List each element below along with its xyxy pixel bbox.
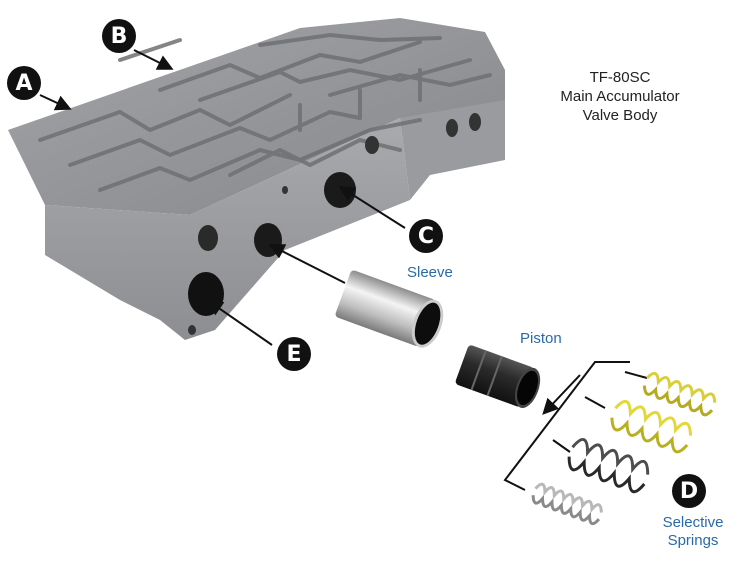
title-model: TF-80SC: [589, 69, 651, 86]
piston-part: [455, 345, 541, 408]
selective-springs: [531, 371, 717, 526]
label-piston: Piston: [520, 330, 562, 347]
bore-c: [324, 172, 356, 208]
spring-dark-large: [567, 438, 650, 494]
title-line2: Main Accumulator: [560, 88, 680, 105]
spring-yellow-large: [610, 399, 693, 454]
sleeve-part: [335, 270, 444, 348]
label-springs-line1: Selective: [662, 514, 724, 531]
label-sleeve: Sleeve: [407, 264, 453, 281]
bore-e: [188, 272, 224, 316]
title-line3: Valve Body: [582, 107, 658, 124]
label-selective-springs: Selective Springs: [658, 514, 728, 550]
callout-badge-d: D: [672, 474, 706, 508]
spring-silver-small: [531, 482, 603, 526]
valve-body: [8, 18, 505, 340]
label-springs-line2: Springs: [667, 532, 719, 549]
callout-badge-a: A: [7, 66, 41, 100]
callout-badge-e: E: [277, 337, 311, 371]
diagram-title: TF-80SC Main Accumulator Valve Body: [520, 68, 720, 125]
spring-yellow-small: [642, 371, 717, 417]
callout-badge-b: B: [102, 19, 136, 53]
callout-badge-c: C: [409, 219, 443, 253]
